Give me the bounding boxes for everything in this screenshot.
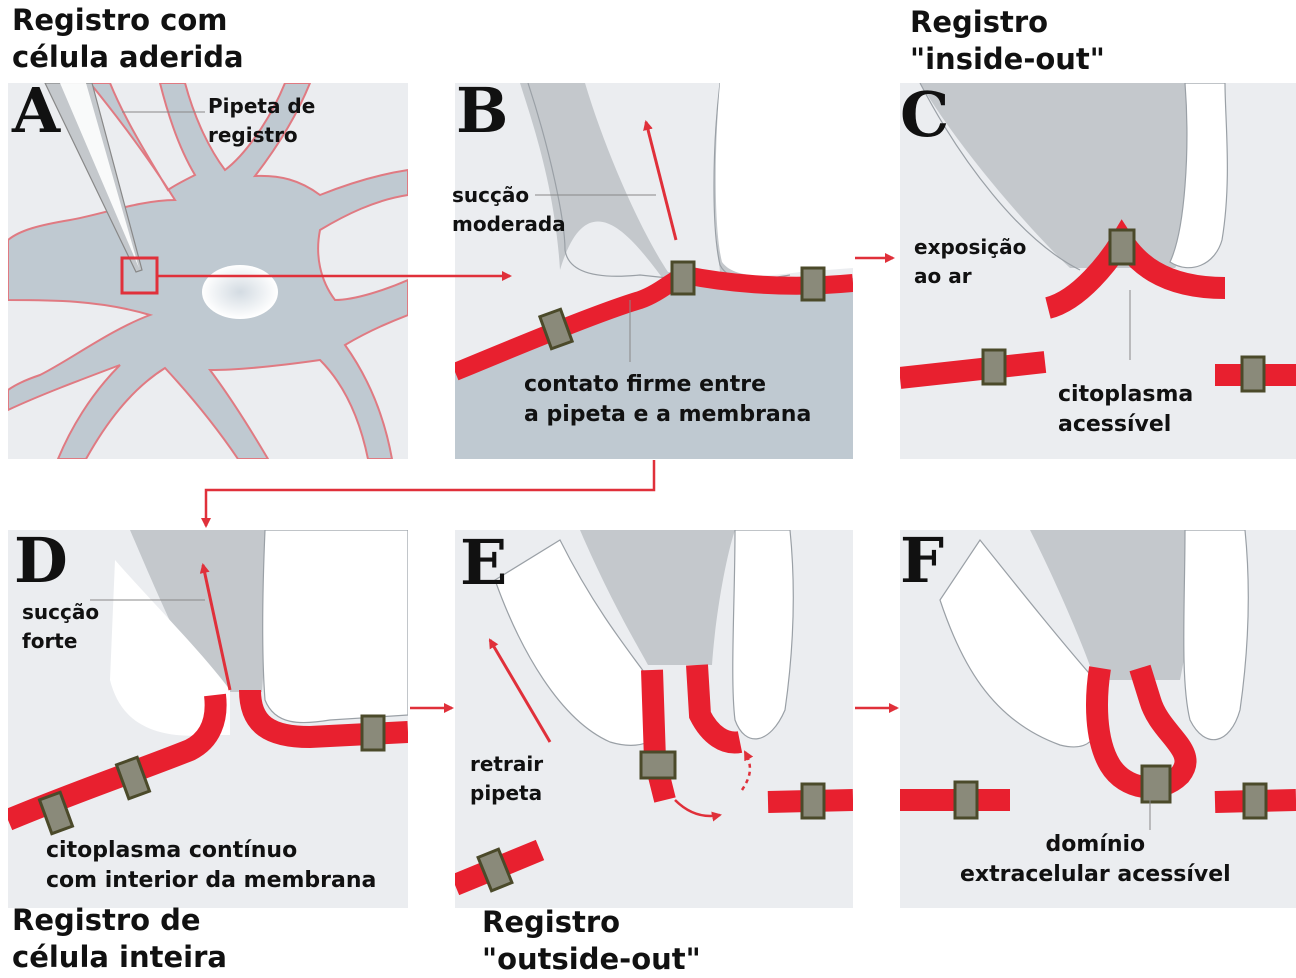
label-accessible-cytoplasm: citoplasma acessível [1058,380,1193,440]
panel-letter-f: F [900,530,944,592]
panel-e [455,530,853,908]
label-continuous-cytoplasm: citoplasma contínuo com interior da memb… [46,836,376,896]
panel-letter-d: D [14,530,68,592]
panel-letter-c: C [900,84,949,146]
label-extracellular-domain: domínio extracelular acessível [960,830,1231,890]
heading-cell-attached: Registro com célula aderida [12,2,244,76]
label-pipette: Pipeta de registro [208,92,315,150]
panel-letter-b: B [456,80,508,142]
excised-patch [652,670,665,800]
label-retract-pipette: retrair pipeta [470,750,543,808]
heading-outside-out: Registro "outside-out" [482,904,701,978]
heading-inside-out: Registro "inside-out" [910,4,1105,78]
panel-letter-a: A [12,80,60,142]
label-tight-seal: contato firme entre a pipeta e a membran… [524,370,811,430]
nucleus [202,265,278,319]
label-moderate-suction: sucção moderada [452,181,566,239]
arrow-b-to-d [206,460,654,526]
label-air-exposure: exposição ao ar [914,233,1026,291]
panel-letter-e: E [460,532,507,594]
label-strong-suction: sucção forte [22,598,99,656]
heading-whole-cell: Registro de célula inteira [12,902,227,976]
